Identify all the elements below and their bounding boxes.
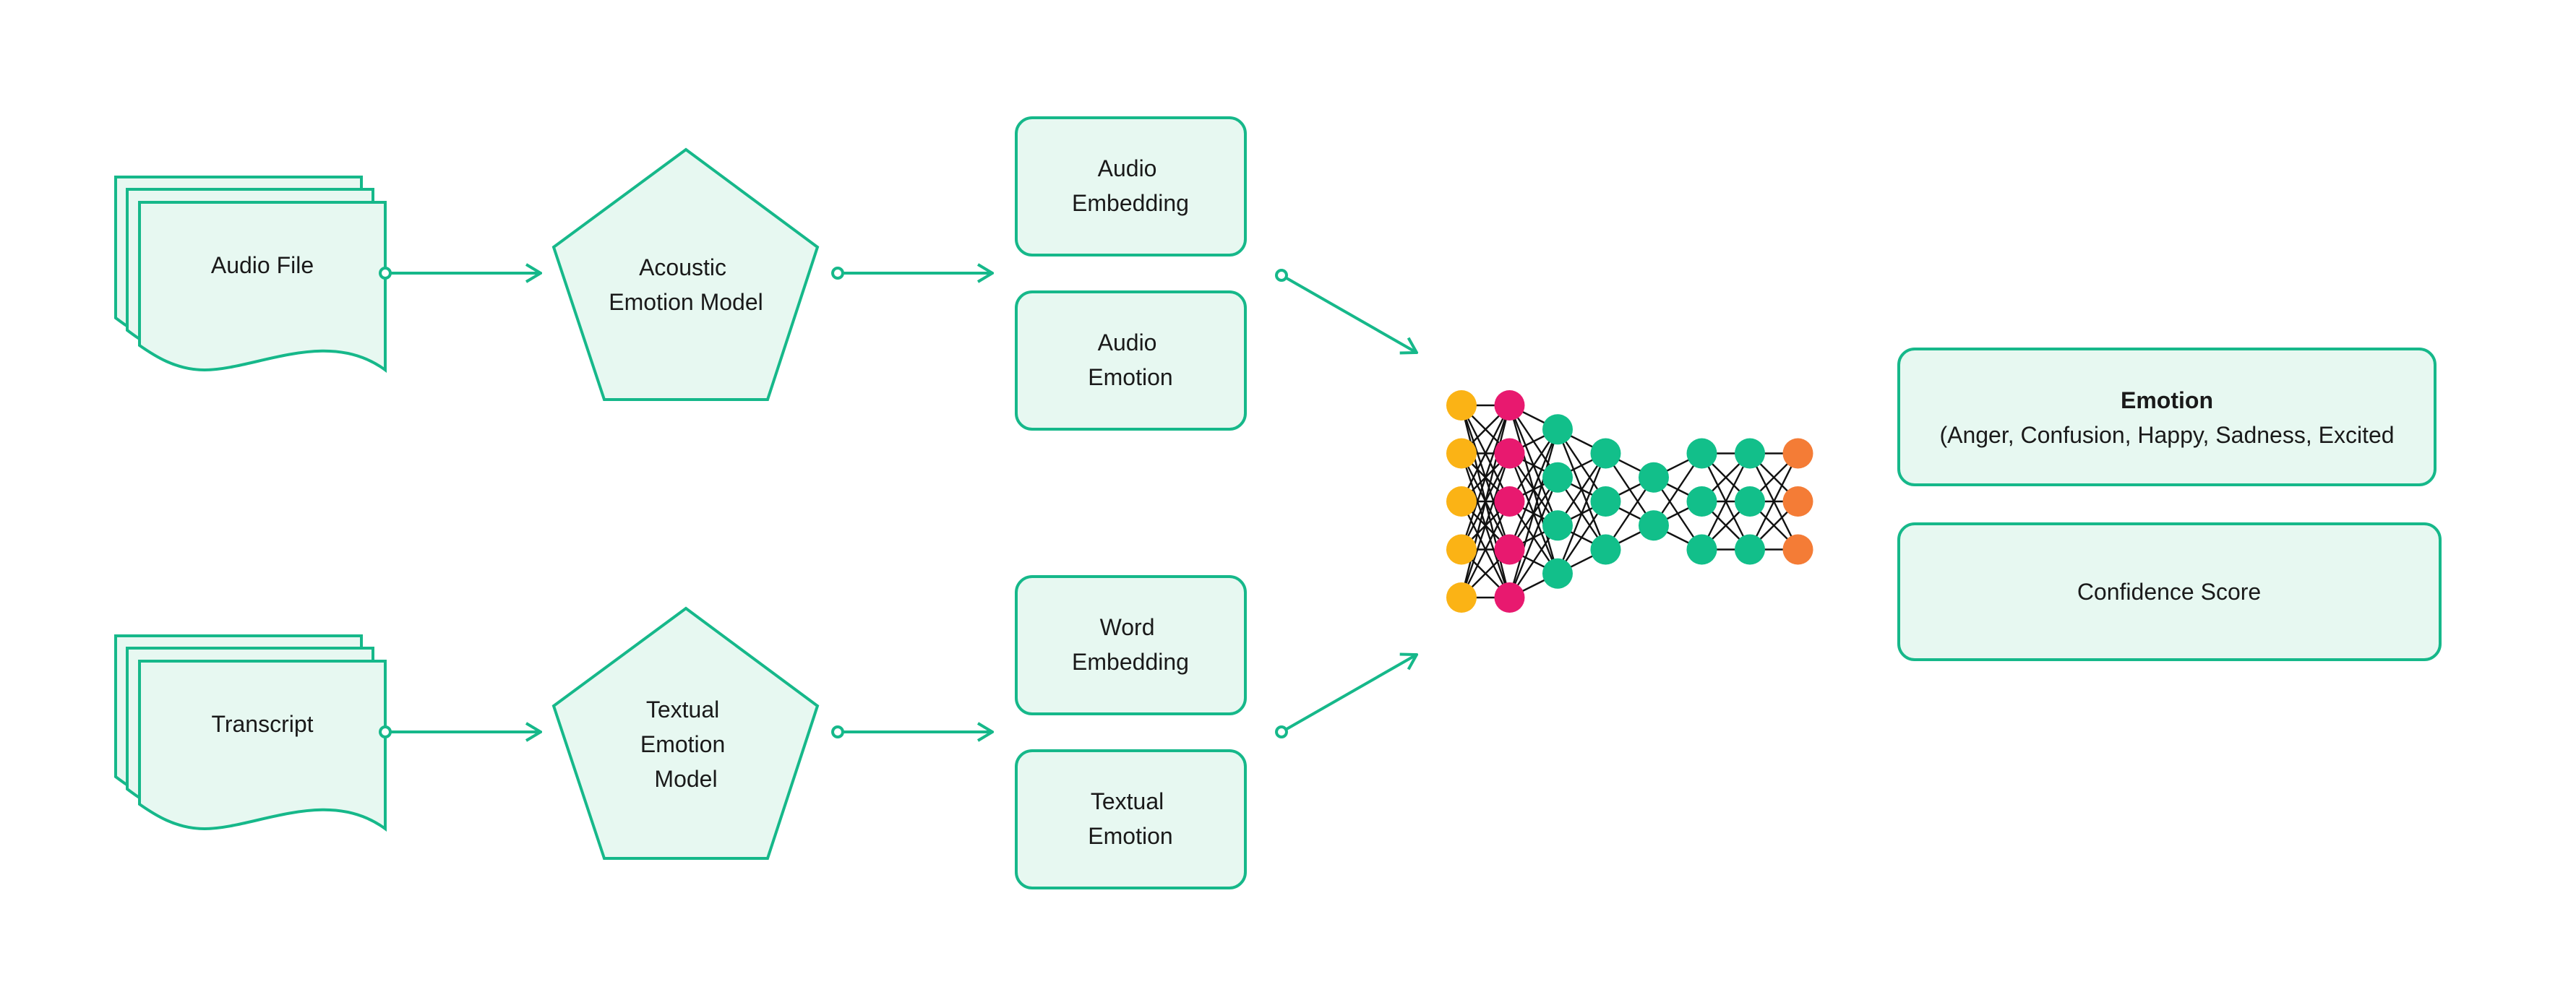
nn-edge-l0-3-0 [1460, 405, 1511, 550]
nn-node-l5-0 [1686, 438, 1717, 469]
arrow-textual-to-features [831, 727, 992, 737]
nn-edge-l1-4-1 [1508, 477, 1559, 598]
nn-node-l0-3 [1446, 534, 1477, 565]
arrow-audio-to-acoustic [379, 268, 541, 278]
audio-file-label: Audio File [211, 252, 314, 278]
nn-edge-l5-2-0 [1701, 452, 1751, 551]
audio-file-node: Audio File [114, 176, 387, 373]
nn-node-l7-0 [1782, 438, 1813, 469]
emotion-title: Emotion [2121, 387, 2213, 413]
audio-emotion-node: Audio Emotion [1015, 290, 1247, 431]
acoustic-model-line-1: Acoustic [639, 254, 726, 280]
svg-text:Audio Embedding: Audio Embedding [1072, 155, 1189, 216]
nn-edge-l0-2-0 [1460, 405, 1511, 502]
confidence-score-label: Confidence Score [2077, 579, 2261, 605]
nn-node-l0-1 [1446, 438, 1477, 469]
nn-node-l2-3 [1542, 558, 1573, 589]
arrow-text-features-to-network [1275, 655, 1417, 738]
acoustic-model-label: Acoustic Emotion Model [609, 254, 763, 315]
nn-node-l4-1 [1639, 510, 1669, 541]
neural-network [1446, 390, 1813, 613]
nn-edge-l0-4-1 [1460, 453, 1511, 598]
arrow-audio-features-to-network [1275, 269, 1417, 353]
nn-node-l1-1 [1494, 438, 1525, 469]
nn-node-l5-1 [1686, 486, 1717, 517]
nn-node-l4-0 [1639, 462, 1669, 493]
audio-embedding-line-2: Embedding [1072, 190, 1189, 216]
arrow-acoustic-to-features [831, 268, 992, 278]
word-embedding-line-1: Word [1100, 614, 1155, 640]
nn-edge-l0-4-2 [1460, 501, 1511, 598]
svg-text:Textual Emotion: Textual Emotion [1088, 788, 1172, 849]
nn-node-l1-4 [1494, 582, 1525, 613]
nn-edge-l0-4-0 [1460, 405, 1511, 598]
nn-node-l6-2 [1735, 534, 1765, 565]
nn-node-l0-4 [1446, 582, 1477, 613]
nn-node-l5-2 [1686, 534, 1717, 565]
nn-node-l1-0 [1494, 390, 1525, 421]
nn-edge-l6-2-0 [1748, 452, 1799, 551]
audio-embedding-line-1: Audio [1098, 155, 1157, 181]
nn-node-l2-0 [1542, 414, 1573, 445]
word-embedding-line-2: Embedding [1072, 649, 1189, 675]
textual-emotion-line-2: Emotion [1088, 823, 1172, 849]
textual-model-line-3: Model [654, 766, 717, 792]
word-embedding-node: Word Embedding [1015, 575, 1247, 715]
nn-edge-l1-4-0 [1508, 428, 1559, 598]
svg-text:Word Embedding: Word Embedding [1072, 614, 1189, 675]
acoustic-model-line-2: Emotion Model [609, 289, 763, 315]
nn-node-l6-0 [1735, 438, 1765, 469]
nn-edge-l1-3-0 [1508, 428, 1559, 550]
nn-node-l0-0 [1446, 390, 1477, 421]
nn-node-l7-1 [1782, 486, 1813, 517]
textual-emotion-line-1: Textual [1091, 788, 1164, 814]
audio-emotion-line-1: Audio [1098, 329, 1157, 355]
nn-node-l3-2 [1590, 534, 1621, 565]
textual-model-label: Textual Emotion Model [640, 697, 731, 792]
transcript-label: Transcript [211, 711, 313, 737]
arrow-transcript-to-textual [379, 727, 541, 737]
nn-node-l6-1 [1735, 486, 1765, 517]
emotion-classes: (Anger, Confusion, Happy, Sadness, Excit… [1939, 422, 2394, 448]
nn-node-l3-0 [1590, 438, 1621, 469]
transcript-node: Transcript [114, 634, 387, 832]
nn-node-l7-2 [1782, 534, 1813, 565]
emotion-output-node: Emotion (Anger, Confusion, Happy, Sadnes… [1897, 348, 2437, 486]
acoustic-emotion-model-node: Acoustic Emotion Model [551, 147, 820, 401]
nn-node-l3-1 [1590, 486, 1621, 517]
neural-network-nodes [1446, 390, 1813, 613]
nn-edge-l2-3-0 [1556, 453, 1607, 574]
audio-emotion-line-2: Emotion [1088, 364, 1172, 390]
audio-embedding-node: Audio Embedding [1015, 116, 1247, 257]
svg-text:Audio Emotion: Audio Emotion [1088, 329, 1172, 390]
textual-emotion-model-node: Textual Emotion Model [551, 606, 820, 860]
nn-node-l2-1 [1542, 462, 1573, 493]
nn-node-l1-3 [1494, 534, 1525, 565]
textual-emotion-node: Textual Emotion [1015, 749, 1247, 889]
textual-model-line-1: Textual [646, 697, 719, 723]
confidence-score-node: Confidence Score [1897, 522, 2442, 661]
nn-node-l2-2 [1542, 510, 1573, 541]
nn-node-l1-2 [1494, 486, 1525, 517]
nn-node-l0-2 [1446, 486, 1477, 517]
textual-model-line-2: Emotion [640, 731, 725, 757]
